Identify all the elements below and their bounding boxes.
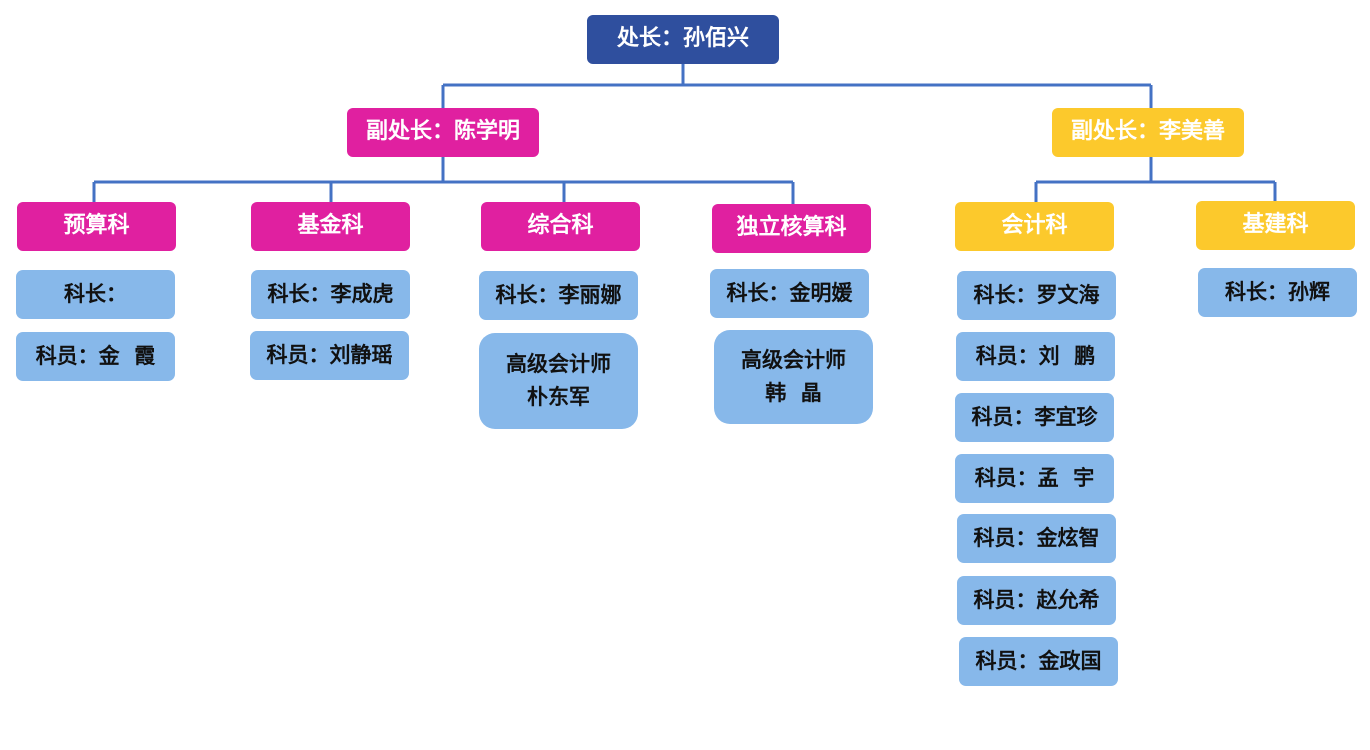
section-accounting-label: 会计科 xyxy=(1001,213,1068,239)
staff-card: 科员：孟 宇 xyxy=(955,454,1114,503)
section-independent: 独立核算科 xyxy=(712,204,871,253)
staff-label: 科长：孙辉 xyxy=(1225,280,1330,305)
staff-label: 科长： xyxy=(64,282,127,307)
staff-label: 科员：赵允希 xyxy=(973,588,1100,613)
deputy-right-label: 副处长：李美善 xyxy=(1070,119,1225,145)
deputy-left-box: 副处长：陈学明 xyxy=(347,108,539,157)
staff-label: 科员：孟 宇 xyxy=(974,466,1095,491)
staff-card: 科长：金明媛 xyxy=(710,269,869,318)
staff-card: 科长：李丽娜 xyxy=(479,271,638,320)
deputy-right-box: 副处长：李美善 xyxy=(1052,108,1244,157)
director-box: 处长：孙佰兴 xyxy=(587,15,779,64)
staff-label: 科员：刘 鹏 xyxy=(975,344,1096,369)
staff-card-senior: 高级会计师 韩 晶 xyxy=(714,330,873,424)
staff-card: 科员：金政国 xyxy=(959,637,1118,686)
staff-label: 科员：金政国 xyxy=(975,649,1102,674)
staff-label: 科员：金 霞 xyxy=(35,344,156,369)
section-budget-label: 预算科 xyxy=(63,213,130,239)
section-general: 综合科 xyxy=(481,202,640,251)
section-budget: 预算科 xyxy=(17,202,176,251)
staff-card: 科长：孙辉 xyxy=(1198,268,1357,317)
staff-label: 科长：罗文海 xyxy=(973,283,1100,308)
staff-title: 高级会计师 xyxy=(506,352,611,377)
staff-card: 科员：刘 鹏 xyxy=(956,332,1115,381)
staff-label: 科长：李丽娜 xyxy=(495,283,622,308)
staff-label: 科长：李成虎 xyxy=(267,282,394,307)
staff-card: 科员：李宜珍 xyxy=(955,393,1114,442)
section-general-label: 综合科 xyxy=(527,213,594,239)
section-construction: 基建科 xyxy=(1196,201,1355,250)
staff-title: 高级会计师 xyxy=(741,348,846,373)
section-fund-label: 基金科 xyxy=(297,213,364,239)
section-fund: 基金科 xyxy=(251,202,410,251)
staff-card: 科员：赵允希 xyxy=(957,576,1116,625)
staff-name: 朴东军 xyxy=(527,385,590,409)
staff-label: 科员：金炫智 xyxy=(973,526,1100,551)
staff-label: 科长：金明媛 xyxy=(726,281,853,306)
director-label: 处长：孙佰兴 xyxy=(616,26,749,52)
staff-card-senior: 高级会计师 朴东军 xyxy=(479,333,638,429)
section-independent-label: 独立核算科 xyxy=(736,215,847,241)
staff-card: 科长： xyxy=(16,270,175,319)
staff-card: 科员：刘静瑶 xyxy=(250,331,409,380)
staff-label: 科员：李宜珍 xyxy=(971,405,1098,430)
section-construction-label: 基建科 xyxy=(1242,212,1309,238)
staff-card: 科员：金 霞 xyxy=(16,332,175,381)
staff-card: 科长：罗文海 xyxy=(957,271,1116,320)
staff-card: 科长：李成虎 xyxy=(251,270,410,319)
staff-label: 科员：刘静瑶 xyxy=(266,343,393,368)
section-accounting: 会计科 xyxy=(955,202,1114,251)
staff-name: 韩 晶 xyxy=(765,381,822,405)
staff-card: 科员：金炫智 xyxy=(957,514,1116,563)
deputy-left-label: 副处长：陈学明 xyxy=(365,119,520,145)
